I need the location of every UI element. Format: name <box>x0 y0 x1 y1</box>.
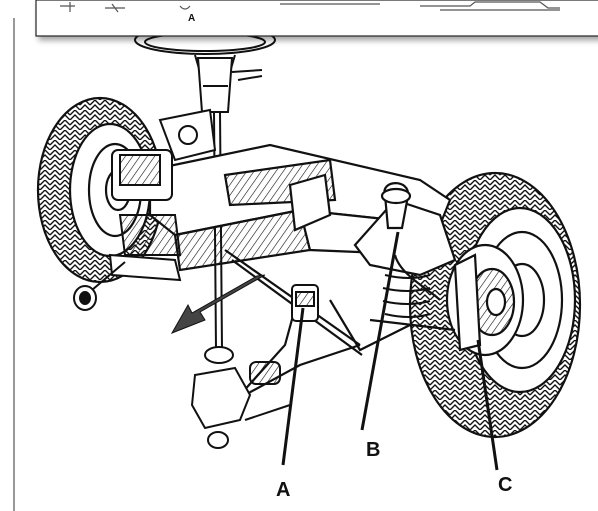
top-panel-sketch <box>60 1 560 13</box>
steering-gear <box>190 284 319 449</box>
leader-line-a <box>281 307 305 466</box>
callout-c: C <box>498 474 512 496</box>
leader-line-c <box>476 339 499 471</box>
left-hub-assembly <box>108 108 217 282</box>
leader-lines <box>281 231 499 471</box>
upper-control-arm <box>353 182 457 301</box>
callout-b: B <box>366 439 380 461</box>
direction-arrow-icon <box>170 274 266 334</box>
leader-line-b <box>360 231 400 431</box>
right-brake-hub <box>445 243 525 357</box>
callout-a: A <box>276 479 290 501</box>
left-stabilizer-bushing <box>73 261 126 311</box>
top-panel-label: A <box>188 13 195 24</box>
top-panel: A <box>35 0 598 37</box>
coil-spring <box>382 274 431 318</box>
